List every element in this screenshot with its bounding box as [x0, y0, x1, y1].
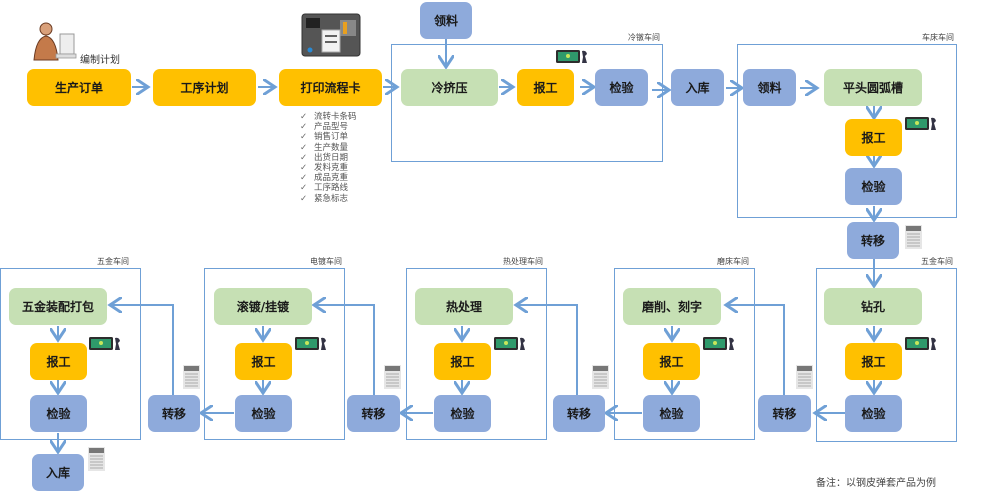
zone-cold-heading	[391, 44, 663, 162]
footnote: 备注：以钢皮弹套产品为例	[816, 478, 936, 489]
drilling-node[interactable]: 钻孔	[824, 288, 922, 325]
transfer-node-4[interactable]: 转移	[347, 395, 400, 432]
transfer-node-1[interactable]: 转移	[847, 222, 899, 259]
heat-inspect-node[interactable]: 检验	[434, 395, 491, 432]
card-field-item: ✓工序路线	[300, 183, 349, 194]
zone-label-cold-heading: 冷镦车间	[628, 33, 660, 42]
planner-person-icon	[33, 22, 77, 61]
flat-head-groove-node[interactable]: 平头圆弧槽	[824, 69, 922, 106]
cold-inspect-node[interactable]: 检验	[595, 69, 648, 106]
card-field-item: ✓成品克重	[300, 173, 349, 184]
process-plan-node[interactable]: 工序计划	[153, 69, 256, 106]
drilling-report-node[interactable]: 报工	[845, 343, 902, 380]
barcode-document-icon	[796, 365, 813, 389]
lathe-pick-material-node[interactable]: 领料	[743, 69, 796, 106]
barrel-rack-plating-node[interactable]: 滚镀/挂镀	[214, 288, 312, 325]
drilling-inspect-node[interactable]: 检验	[845, 395, 902, 432]
cold-extrusion-node[interactable]: 冷挤压	[401, 69, 498, 106]
card-field-item: ✓流转卡条码	[300, 112, 357, 122]
tablet-scanner-icon	[703, 337, 734, 350]
card-field-item: ✓产品型号	[300, 122, 349, 133]
cold-pick-material-node[interactable]: 领料	[420, 2, 472, 39]
stock-in-node-1[interactable]: 入库	[671, 69, 724, 106]
tablet-scanner-icon	[295, 337, 326, 350]
card-field-item: ✓紧急标志	[300, 193, 349, 204]
zone-hardware-right	[816, 268, 957, 442]
transfer-node-5[interactable]: 转移	[148, 395, 200, 432]
zone-heat-treatment	[406, 268, 547, 440]
zone-label-plating: 电镀车间	[310, 257, 342, 266]
card-field-item: ✓销售订单	[300, 132, 349, 143]
zone-label-lathe: 车床车间	[922, 33, 954, 42]
card-field-list: ✓流转卡条码 ✓产品型号 ✓销售订单 ✓生产数量 ✓出货日期 ✓发料克重 ✓成品…	[300, 112, 357, 204]
assembly-report-node[interactable]: 报工	[30, 343, 87, 380]
tablet-scanner-icon	[89, 337, 120, 350]
card-field-item: ✓出货日期	[300, 152, 349, 163]
stock-in-node-2[interactable]: 入库	[32, 454, 84, 491]
plating-report-node[interactable]: 报工	[235, 343, 292, 380]
plan-label: 编制计划	[80, 55, 120, 66]
barcode-document-icon	[592, 365, 609, 389]
card-field-item: ✓生产数量	[300, 142, 349, 153]
heat-report-node[interactable]: 报工	[434, 343, 491, 380]
zone-lathe	[737, 44, 957, 218]
zone-label-hardware-left: 五金车间	[97, 257, 129, 266]
transfer-node-3[interactable]: 转移	[553, 395, 605, 432]
barcode-document-icon	[384, 365, 401, 389]
tablet-scanner-icon	[556, 50, 587, 63]
assembly-inspect-node[interactable]: 检验	[30, 395, 87, 432]
zone-label-hardware-right: 五金车间	[921, 257, 953, 266]
grinding-engraving-node[interactable]: 磨削、刻字	[623, 288, 721, 325]
cold-report-node[interactable]: 报工	[517, 69, 574, 106]
tablet-scanner-icon	[905, 337, 936, 350]
barcode-document-icon	[183, 365, 200, 389]
print-card-node[interactable]: 打印流程卡	[279, 69, 382, 106]
plating-inspect-node[interactable]: 检验	[235, 395, 292, 432]
grinding-report-node[interactable]: 报工	[643, 343, 700, 380]
transfer-node-2[interactable]: 转移	[758, 395, 811, 432]
tablet-scanner-icon	[905, 117, 936, 130]
grinding-inspect-node[interactable]: 检验	[643, 395, 700, 432]
tablet-scanner-icon	[494, 337, 525, 350]
lathe-inspect-node[interactable]: 检验	[845, 168, 902, 205]
production-order-node[interactable]: 生产订单	[27, 69, 131, 106]
zone-hardware-left	[0, 268, 141, 440]
zone-grinding	[614, 268, 755, 440]
hardware-assembly-packing-node[interactable]: 五金装配打包	[9, 288, 107, 325]
zone-label-grinding: 磨床车间	[717, 257, 749, 266]
zone-label-heat-treatment: 热处理车间	[503, 257, 543, 266]
heat-treatment-node[interactable]: 热处理	[415, 288, 513, 325]
zone-plating	[204, 268, 345, 440]
barcode-document-icon	[88, 447, 105, 471]
lathe-report-node[interactable]: 报工	[845, 119, 902, 156]
label-printer-icon	[301, 13, 361, 57]
barcode-document-icon	[905, 225, 922, 249]
card-field-item: ✓发料克重	[300, 163, 349, 174]
